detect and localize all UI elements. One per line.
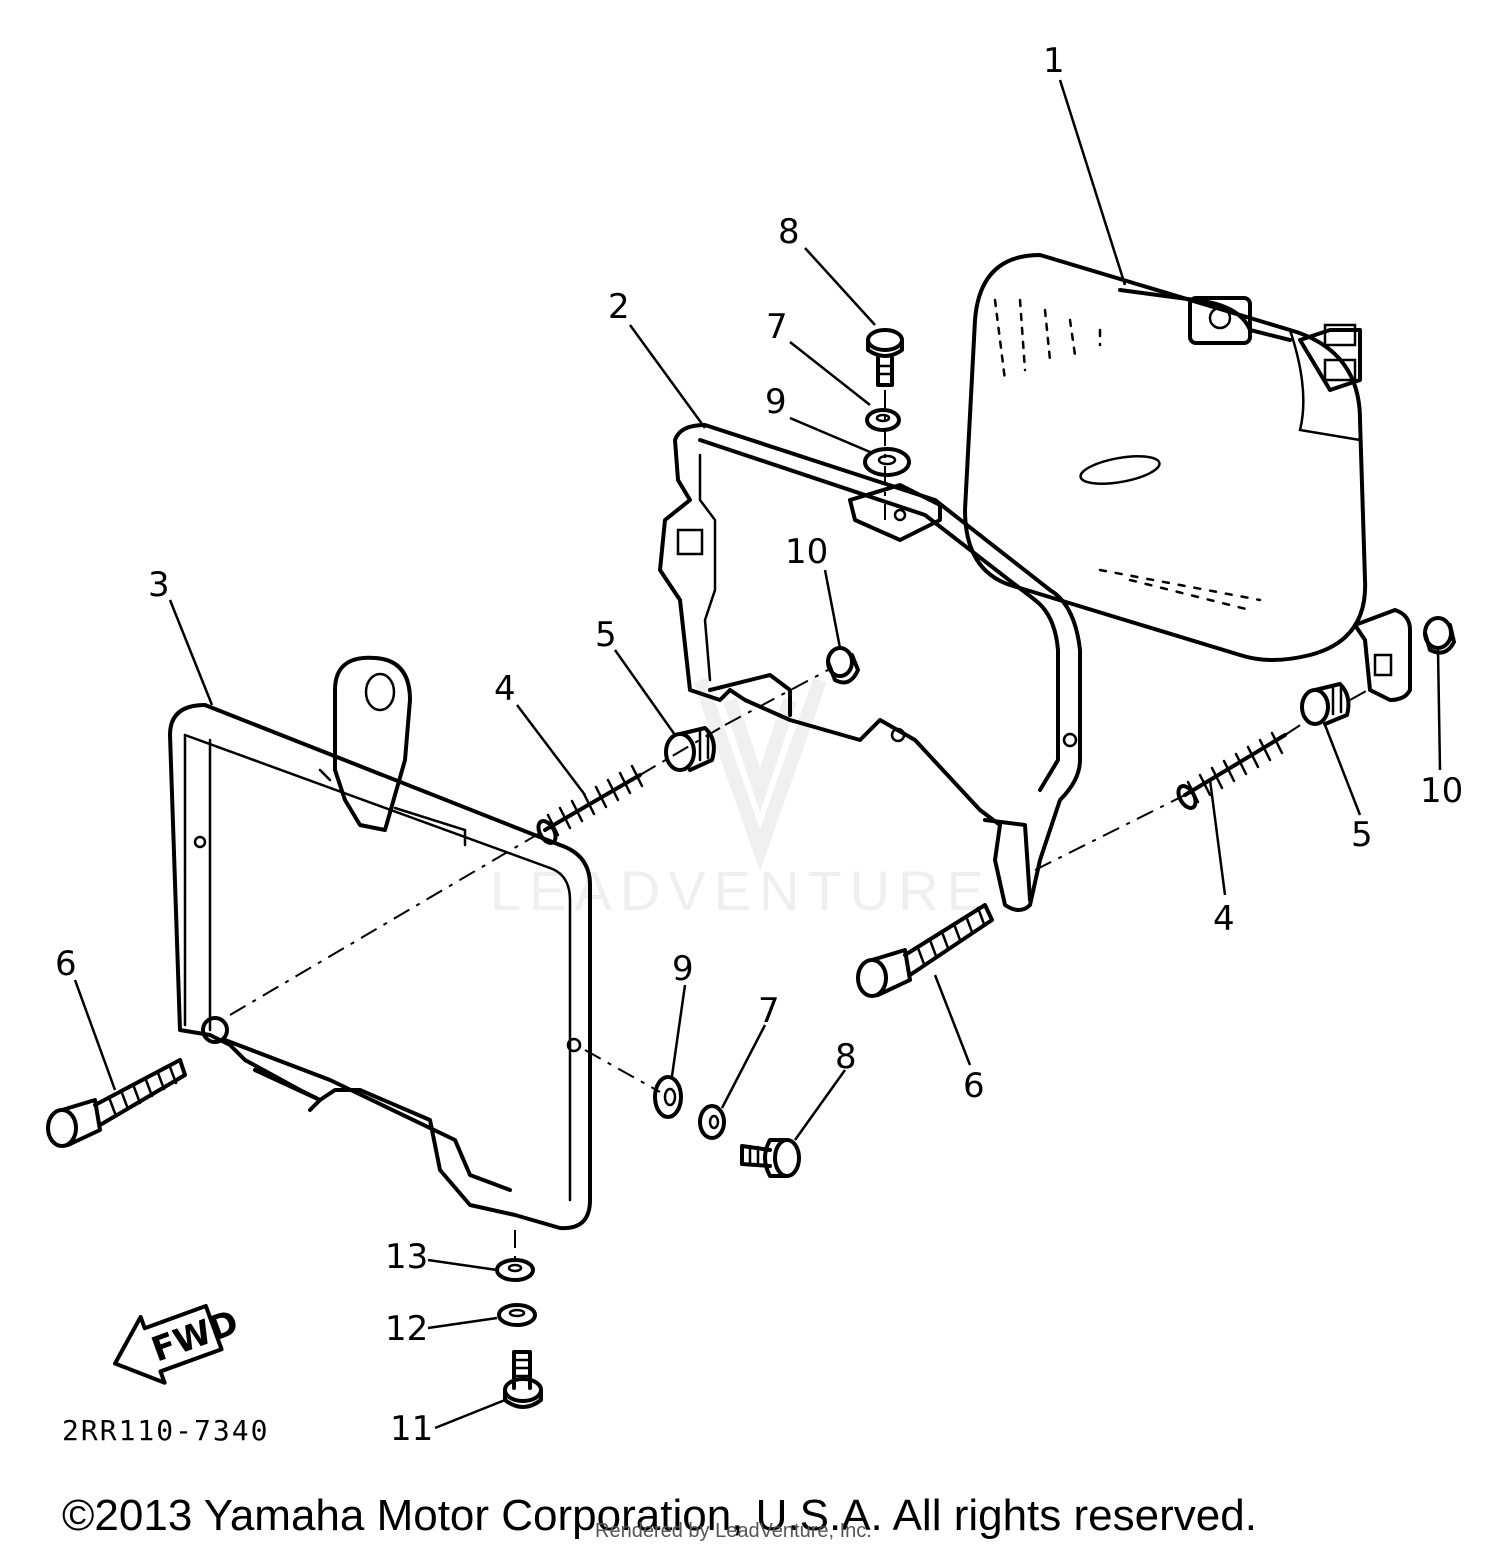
callout-11: 11 — [390, 1409, 433, 1449]
leadventure-watermark: LEADVENTURE — [490, 677, 992, 922]
watermark-text: LEADVENTURE — [490, 859, 992, 922]
spring-left — [536, 764, 644, 845]
callout-4-left: 4 — [494, 669, 516, 709]
fwd-arrow: FWD — [113, 1302, 244, 1385]
damper-left — [826, 646, 860, 685]
callout-labels: 1 2 3 4 4 5 5 6 6 7 7 8 8 9 9 10 10 11 1… — [55, 41, 1463, 1449]
callout-8-top: 8 — [778, 212, 800, 252]
damper-right — [1423, 616, 1456, 655]
callout-7-lower: 7 — [758, 991, 780, 1031]
callout-2: 2 — [608, 287, 630, 327]
bolt-lower — [740, 1138, 801, 1178]
callout-13: 13 — [385, 1237, 428, 1277]
callout-12: 12 — [385, 1309, 428, 1349]
callout-9-lower: 9 — [672, 949, 694, 989]
callout-10-right: 10 — [1420, 771, 1463, 811]
bottom-spring-washer-12 — [497, 1303, 537, 1327]
bottom-screw-11 — [503, 1350, 543, 1409]
spring-washer-lower — [698, 1104, 726, 1140]
washer-lower — [653, 1075, 683, 1119]
adjust-nut-right — [1300, 682, 1351, 726]
callout-6-right: 6 — [963, 1066, 985, 1106]
adjust-nut-left — [664, 726, 716, 772]
callout-8-lower: 8 — [835, 1037, 857, 1077]
rendered-by-credit: Rendered by LeadVenture, Inc. — [595, 1520, 872, 1542]
callout-3: 3 — [148, 565, 170, 605]
callout-9-top: 9 — [765, 382, 787, 422]
spring-washer-top — [865, 408, 901, 432]
leader-lines — [73, 79, 1442, 1430]
assembly-lines — [229, 390, 1369, 1262]
washer-top — [863, 447, 911, 477]
callout-6-left: 6 — [55, 944, 77, 984]
diagram-code: 2RR110-7340 — [62, 1414, 269, 1447]
screw-long-right — [856, 903, 994, 998]
callout-5-right: 5 — [1351, 815, 1373, 855]
callout-4-right: 4 — [1213, 899, 1235, 939]
screw-long-left — [46, 1058, 187, 1148]
bolt-top — [866, 328, 904, 387]
outer-rim — [168, 655, 592, 1231]
callout-5-left: 5 — [595, 615, 617, 655]
copyright-notice: ©2013 Yamaha Motor Corporation, U.S.A. A… — [62, 1491, 1257, 1540]
callout-1: 1 — [1043, 41, 1065, 81]
callout-7-top: 7 — [766, 307, 788, 347]
callout-10-left: 10 — [785, 532, 828, 572]
inner-bracket — [658, 423, 1082, 912]
spring-right — [1176, 731, 1287, 810]
bottom-washer-13 — [495, 1258, 535, 1282]
headlight-unit — [963, 253, 1412, 702]
